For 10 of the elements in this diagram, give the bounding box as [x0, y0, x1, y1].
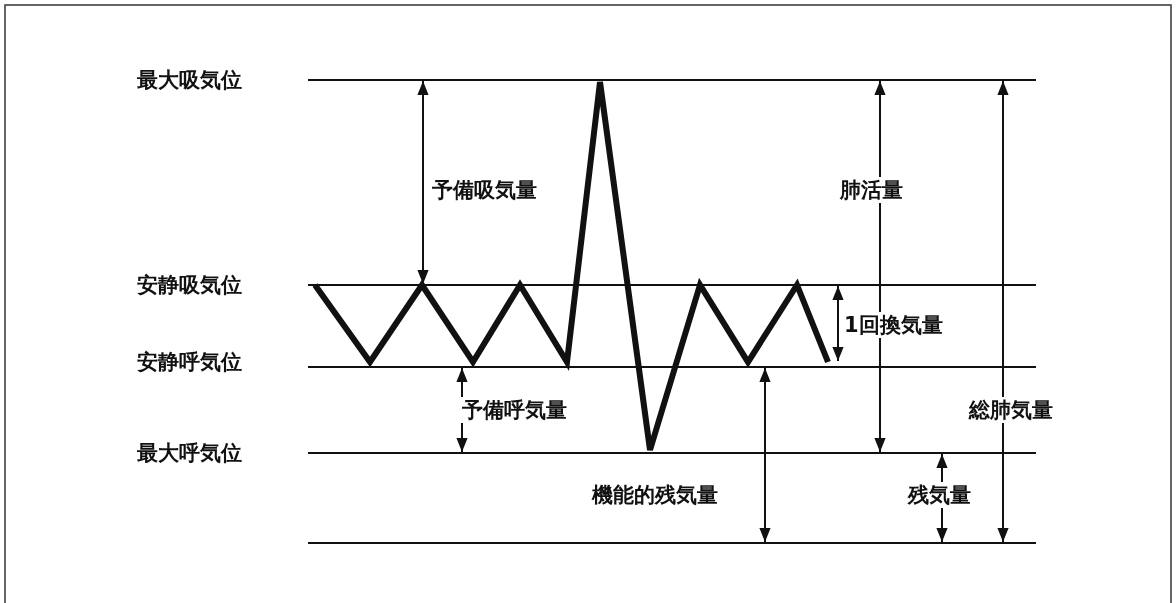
- volume-label: 機能的残気量: [590, 482, 720, 508]
- volume-label: 予備呼気量: [460, 397, 569, 423]
- level-label: 安静呼気位: [135, 349, 244, 375]
- level-label: 最大呼気位: [135, 440, 244, 466]
- volume-label: 総肺気量: [967, 397, 1055, 423]
- volume-label: 肺活量: [838, 177, 905, 203]
- level-label: 最大吸気位: [135, 67, 244, 93]
- level-label: 安静吸気位: [135, 272, 244, 298]
- volume-label: 予備吸気量: [430, 177, 539, 203]
- volume-label: 残気量: [906, 482, 973, 508]
